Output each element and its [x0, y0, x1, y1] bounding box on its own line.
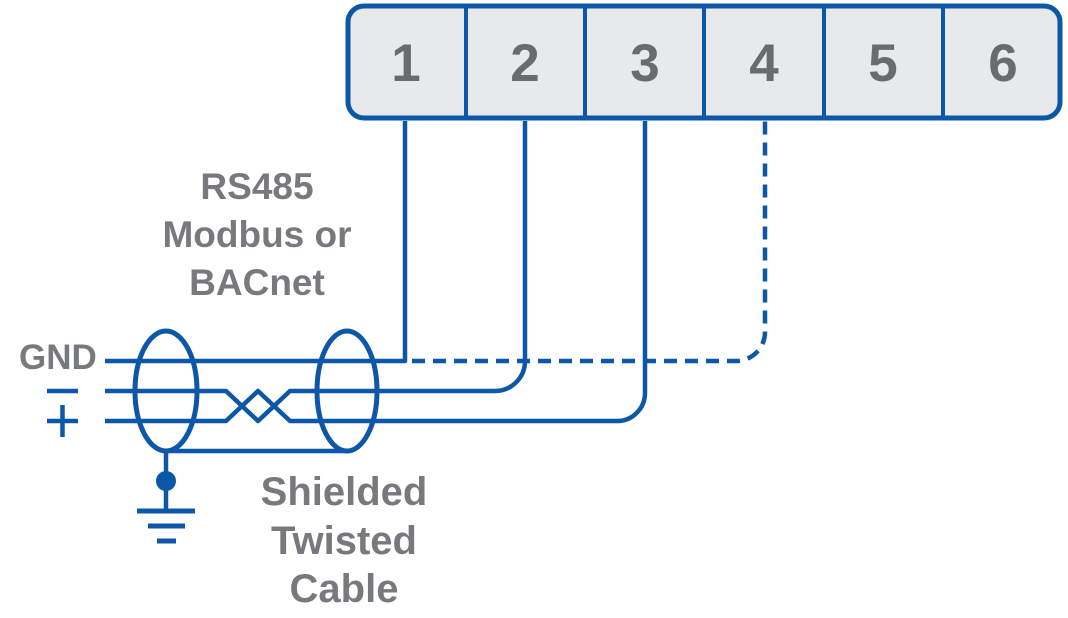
cable-label-line2: Twisted [271, 519, 417, 563]
terminal-5-number: 5 [868, 34, 897, 93]
earth-ground-icon [137, 451, 195, 544]
gnd-wire-to-terminal-1 [105, 121, 408, 364]
wires [105, 121, 768, 424]
terminal-block: 1 2 3 4 5 6 [345, 3, 1063, 121]
protocol-label-line1: RS485 [200, 166, 313, 207]
cable-label-line3: Cable [290, 567, 399, 611]
labels: GND RS485 Modbus or BACnet Shielded Twis… [19, 166, 427, 611]
terminal-2-number: 2 [510, 34, 539, 93]
junction-dot [156, 471, 176, 491]
terminal-3-number: 3 [630, 34, 659, 93]
terminal-1-number: 1 [391, 34, 420, 93]
plus-symbol-icon [47, 405, 78, 437]
minus-wire-to-terminal-2 [105, 121, 528, 424]
protocol-label-line2: Modbus or [162, 214, 351, 255]
dashed-shield-wire-to-terminal-4 [412, 121, 768, 364]
protocol-label-line3: BACnet [189, 262, 325, 303]
polarity-symbols [47, 388, 78, 437]
plus-wire-to-terminal-3 [105, 121, 648, 424]
terminal-6-number: 6 [988, 34, 1017, 93]
terminal-4-number: 4 [749, 34, 779, 93]
gnd-label: GND [19, 338, 97, 377]
cable-label-line1: Shielded [261, 470, 428, 514]
